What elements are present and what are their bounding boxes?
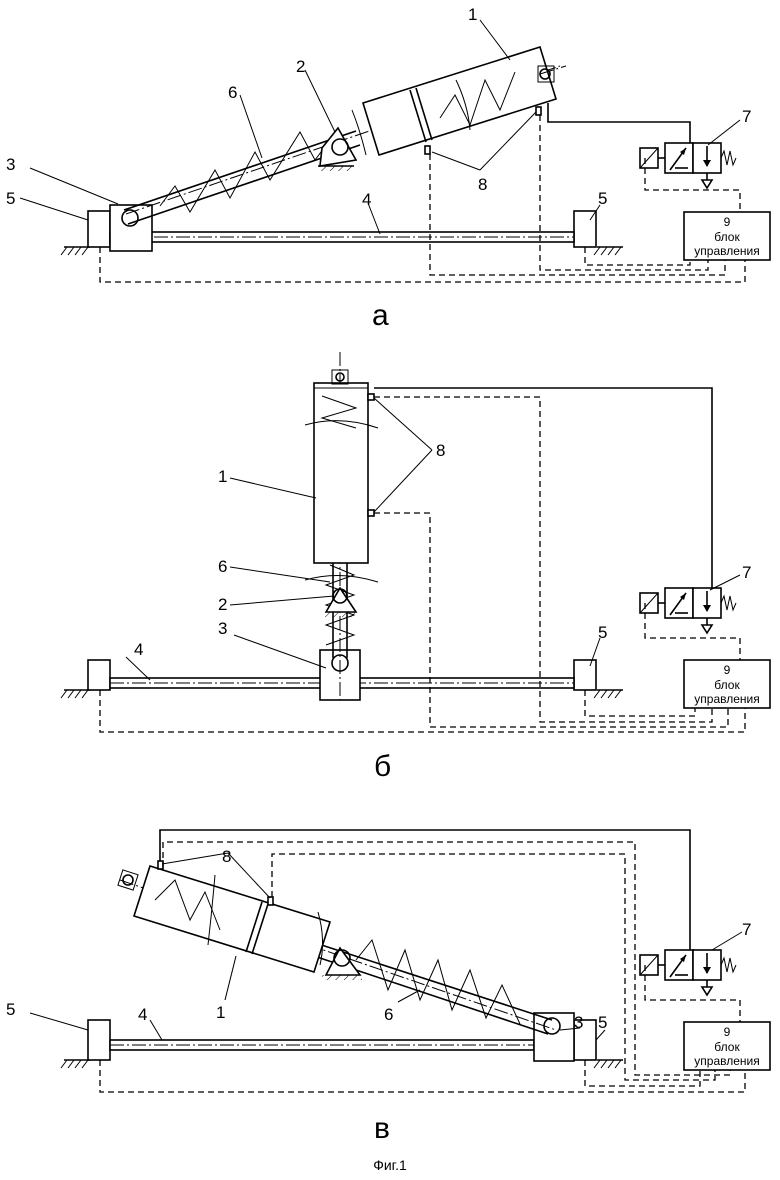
label-8: 8 (222, 847, 231, 866)
label-8: 8 (478, 175, 487, 194)
subfigure-b: 9 блок управления 1 6 2 3 4 5 8 7 б (61, 352, 770, 783)
stop-left (88, 660, 110, 690)
subfigure-v: 9 блок управления 8 1 6 5 4 3 5 7 в (6, 830, 770, 1145)
label-5-right: 5 (598, 1013, 607, 1032)
carriage (534, 1013, 574, 1061)
label-4: 4 (134, 640, 143, 659)
label-5: 5 (6, 189, 15, 208)
pivot-support (320, 128, 356, 166)
subfigure-a: 9 блок управления 1 2 6 3 5 4 5 8 7 а (6, 5, 770, 332)
label-7: 7 (742, 563, 751, 582)
label-6: 6 (384, 1005, 393, 1024)
label-2: 2 (218, 595, 227, 614)
label-6: 6 (228, 83, 237, 102)
label-3: 3 (6, 155, 15, 174)
pivot-support (326, 588, 356, 612)
label-1: 1 (468, 5, 477, 24)
svg-text:блок: блок (714, 678, 740, 692)
label-1: 1 (216, 1003, 225, 1022)
label-4: 4 (362, 190, 371, 209)
label-3: 3 (218, 619, 227, 638)
label-2: 2 (296, 57, 305, 76)
svg-text:управления: управления (694, 244, 759, 258)
label-4: 4 (138, 1005, 147, 1024)
subfigure-label-v: в (374, 1112, 390, 1145)
svg-text:управления: управления (694, 692, 759, 706)
label-9: 9 (724, 663, 731, 677)
stop-left (88, 211, 110, 247)
label-8: 8 (436, 441, 445, 460)
stop-left (88, 1020, 110, 1060)
label-7: 7 (742, 920, 751, 939)
label-5: 5 (598, 623, 607, 642)
label-7: 7 (742, 107, 751, 126)
label-3: 3 (574, 1013, 583, 1032)
label-9: 9 (724, 215, 731, 229)
spring (356, 940, 520, 1024)
cylinder (134, 866, 330, 972)
label-6: 6 (218, 557, 227, 576)
svg-text:управления: управления (694, 1054, 759, 1068)
label-5-right: 5 (598, 189, 607, 208)
figure-caption: Фиг.1 (373, 1157, 407, 1173)
cylinder (363, 47, 556, 155)
spring (160, 132, 330, 212)
label-9: 9 (724, 1025, 731, 1039)
svg-text:блок: блок (714, 230, 740, 244)
cylinder (314, 383, 368, 563)
svg-text:блок: блок (714, 1040, 740, 1054)
stop-right (574, 660, 596, 690)
label-1: 1 (218, 467, 227, 486)
subfigure-label-a: а (372, 299, 389, 332)
label-5: 5 (6, 1000, 15, 1019)
subfigure-label-b: б (374, 750, 391, 783)
